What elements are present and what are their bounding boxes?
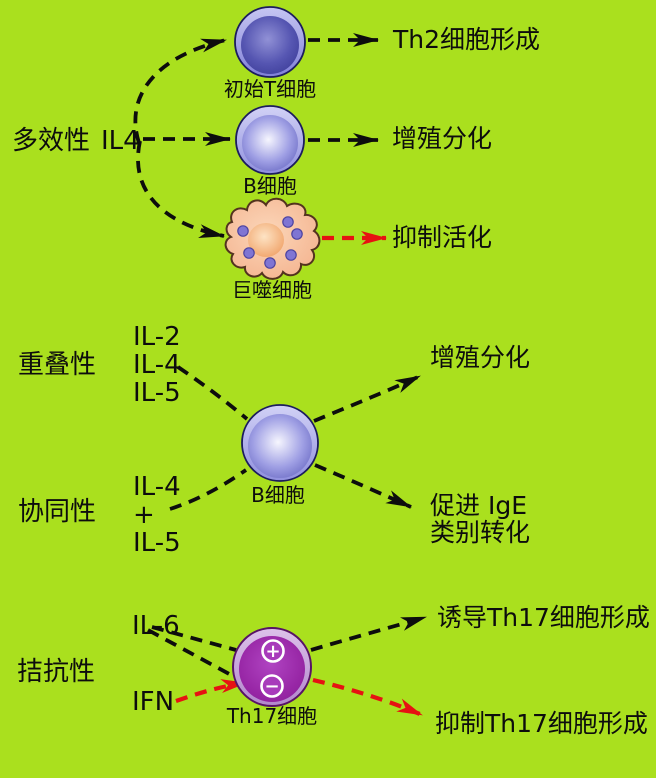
cytokine-il6: IL-6 xyxy=(132,611,180,641)
antagonism-label: 拮抗性 xyxy=(17,657,96,687)
plus-circle-icon xyxy=(261,639,285,663)
cytokine-il2: IL-2 xyxy=(133,322,181,352)
arrow-il4-to-naive-t-cell xyxy=(133,38,227,144)
naive-t-cell-label: 初始T细胞 xyxy=(223,77,317,101)
macrophage-nucleus xyxy=(248,223,284,257)
th17-cell: + − xyxy=(232,627,312,707)
macrophage-granules xyxy=(237,216,303,269)
cytokine-ifn: IFN xyxy=(132,687,175,717)
b-cell-top xyxy=(235,105,305,175)
arrow-ifn-to-th17 xyxy=(175,679,247,703)
cytokine-il5: IL-5 xyxy=(133,378,181,409)
th17-cell-label: Th17细胞 xyxy=(226,704,318,728)
b-cell-top-label: B细胞 xyxy=(243,174,297,198)
line-il6-to-th17-lower xyxy=(147,628,234,678)
outcome-proliferation-top: 增殖分化 xyxy=(392,124,493,153)
synergy-label: 协同性 xyxy=(18,497,97,527)
pleiotropy-cytokine: IL4 xyxy=(101,126,140,156)
macrophage xyxy=(224,197,321,280)
redundancy-cytokine-list: IL-2 IL-4 IL-5 xyxy=(133,323,181,407)
plus-sign: + xyxy=(133,500,155,531)
outcome-ige-switch: 促进 IgE 类别转化 xyxy=(430,492,530,546)
outcome-proliferation-mid: 增殖分化 xyxy=(430,343,531,372)
line-il6-to-th17-upper xyxy=(151,625,237,652)
line-synergy-cytokines-to-bcell xyxy=(169,468,248,511)
cytokine-il4-syn: IL-4 xyxy=(133,472,181,502)
outcome-inhibit-th17: 抑制Th17细胞形成 xyxy=(435,709,648,738)
cytokine-il5-syn: IL-5 xyxy=(133,528,181,559)
outcome-ige-line2: 类别转化 xyxy=(430,518,531,547)
pleiotropy-label-group: 多效性 IL4 xyxy=(12,127,140,155)
outcome-ige-line1: 促进 IgE xyxy=(430,491,527,520)
b-cell-middle xyxy=(241,404,319,482)
cytokine-il4: IL-4 xyxy=(133,350,181,381)
outcome-inhibit-activation: 抑制活化 xyxy=(392,223,493,252)
minus-circle-icon xyxy=(260,674,284,698)
arrow-th17-inhibit xyxy=(312,677,423,717)
outcome-induce-th17: 诱导Th17细胞形成 xyxy=(437,603,650,632)
line-redundancy-cytokines-to-bcell xyxy=(176,365,249,421)
outcome-th2-formation: Th2细胞形成 xyxy=(393,25,541,54)
synergy-cytokine-list: IL-4 + IL-5 xyxy=(133,473,181,557)
naive-t-cell xyxy=(234,6,306,78)
redundancy-label: 重叠性 xyxy=(18,350,97,380)
macrophage-label: 巨噬细胞 xyxy=(232,278,312,302)
arrow-il4-to-macrophage xyxy=(136,140,225,238)
pleiotropy-label: 多效性 xyxy=(12,126,91,156)
arrow-bcell-to-ige-switch xyxy=(314,463,412,509)
b-cell-middle-label: B细胞 xyxy=(251,483,305,507)
arrow-bcell-to-proliferation-mid xyxy=(313,374,421,423)
plus-symbol: + xyxy=(265,641,280,662)
arrow-th17-induce xyxy=(310,615,427,652)
minus-symbol: − xyxy=(264,676,279,697)
